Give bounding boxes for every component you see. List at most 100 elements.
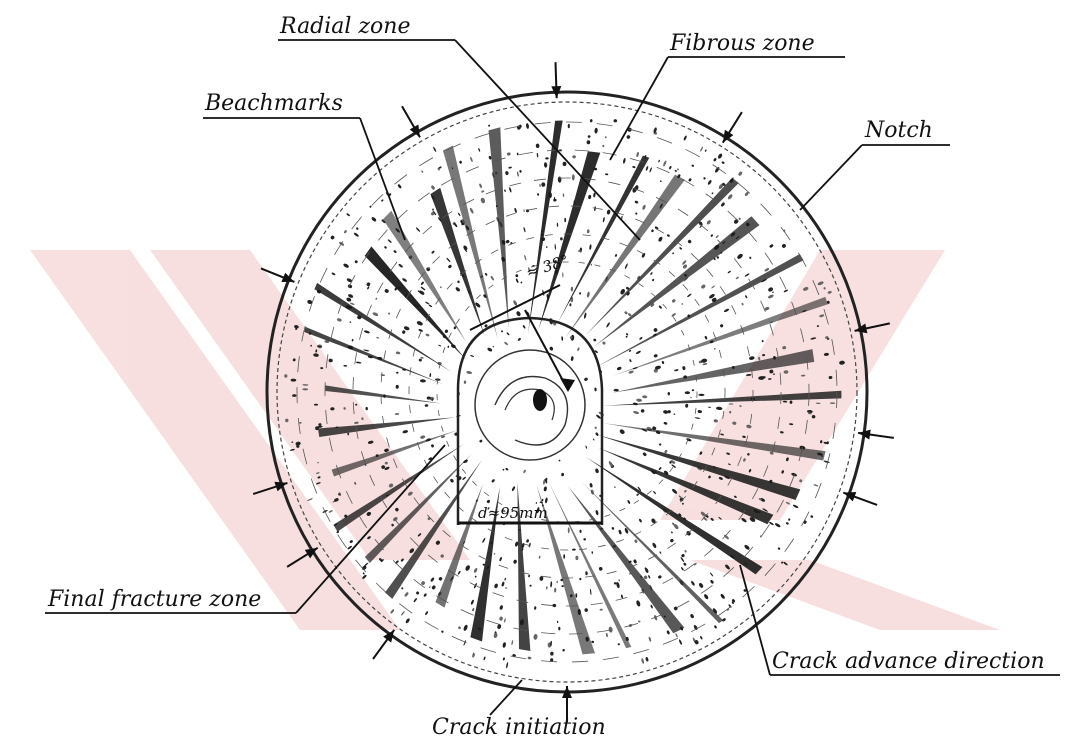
surface-speck (372, 312, 379, 317)
surface-speck (430, 577, 435, 582)
surface-speck (514, 208, 517, 214)
surface-speck (447, 264, 452, 269)
surface-speck (618, 579, 620, 581)
surface-speck (558, 176, 562, 182)
surface-speck (517, 171, 520, 176)
surface-speck (589, 483, 593, 488)
surface-speck (700, 146, 704, 152)
surface-speck (673, 606, 678, 611)
surface-speck (380, 374, 385, 376)
surface-speck (402, 277, 408, 282)
surface-speck (615, 254, 618, 257)
surface-speck (638, 518, 642, 523)
surface-speck (537, 193, 539, 196)
surface-speck (519, 170, 522, 173)
surface-speck (675, 633, 678, 638)
angle-label: ≈ 38° (524, 251, 571, 282)
surface-speck (470, 599, 474, 605)
surface-speck (703, 177, 706, 180)
surface-speck (587, 229, 590, 233)
surface-speck (420, 357, 424, 359)
surface-speck (365, 407, 368, 411)
surface-speck (441, 630, 444, 633)
surface-speck (633, 559, 637, 564)
surface-speck (499, 605, 503, 610)
surface-speck (686, 438, 692, 442)
surface-speck (636, 152, 640, 158)
surface-speck (415, 591, 419, 595)
surface-speck (658, 236, 664, 242)
surface-speck (711, 192, 713, 195)
surface-speck (769, 244, 774, 249)
final-fracture-zone-label: Final fracture zone (47, 587, 261, 612)
surface-speck (660, 180, 662, 182)
surface-speck (444, 329, 448, 333)
surface-speck (376, 337, 379, 339)
surface-speck (534, 606, 537, 610)
surface-speck (618, 529, 622, 534)
surface-speck (690, 580, 695, 586)
surface-speck (671, 531, 673, 534)
surface-speck (735, 276, 739, 279)
surface-speck (501, 330, 504, 333)
surface-speck (425, 611, 429, 616)
surface-speck (572, 174, 575, 180)
surface-speck (331, 272, 335, 276)
surface-speck (681, 567, 685, 571)
surface-speck (505, 171, 509, 176)
surface-speck (560, 237, 563, 240)
surface-speck (429, 373, 431, 377)
surface-speck (563, 162, 567, 166)
surface-speck (362, 572, 365, 575)
surface-speck (470, 355, 474, 358)
surface-speck (788, 518, 791, 521)
surface-speck (440, 286, 442, 288)
surface-speck (628, 370, 634, 374)
surface-speck (678, 639, 682, 645)
surface-speck (653, 354, 658, 358)
surface-speck (502, 642, 506, 648)
surface-speck (515, 278, 519, 283)
surface-speck (482, 537, 486, 543)
surface-speck (388, 312, 391, 315)
surface-speck (653, 491, 657, 495)
surface-speck (681, 553, 686, 557)
surface-speck (727, 270, 731, 273)
surface-speck (396, 385, 399, 389)
surface-speck (420, 286, 425, 291)
surface-speck (562, 649, 564, 652)
surface-speck (568, 124, 570, 128)
surface-speck (545, 157, 549, 160)
surface-speck (546, 586, 548, 589)
surface-speck (668, 392, 670, 395)
surface-speck (577, 347, 580, 351)
surface-speck (572, 155, 576, 158)
surface-speck (579, 292, 581, 294)
surface-speck (398, 263, 403, 268)
surface-speck (438, 576, 443, 581)
surface-speck (493, 633, 498, 639)
surface-speck (506, 662, 509, 668)
fibrous-zone-label: Fibrous zone (669, 31, 815, 56)
surface-speck (711, 285, 715, 289)
surface-speck (494, 583, 499, 589)
surface-speck (571, 287, 574, 292)
surface-speck (697, 410, 702, 414)
surface-speck (568, 527, 570, 533)
surface-speck (536, 143, 540, 148)
surface-speck (502, 468, 505, 471)
surface-speck (687, 239, 692, 244)
surface-speck (503, 657, 506, 661)
surface-speck (364, 330, 371, 334)
surface-speck (681, 303, 683, 305)
surface-speck (464, 380, 467, 384)
surface-speck (652, 278, 655, 281)
surface-speck (585, 571, 588, 575)
surface-speck (428, 304, 432, 307)
surface-speck (594, 128, 598, 134)
surface-speck (588, 195, 591, 200)
surface-speck (554, 588, 556, 593)
surface-speck (624, 263, 628, 269)
surface-speck (429, 586, 431, 588)
surface-speck (593, 438, 595, 440)
